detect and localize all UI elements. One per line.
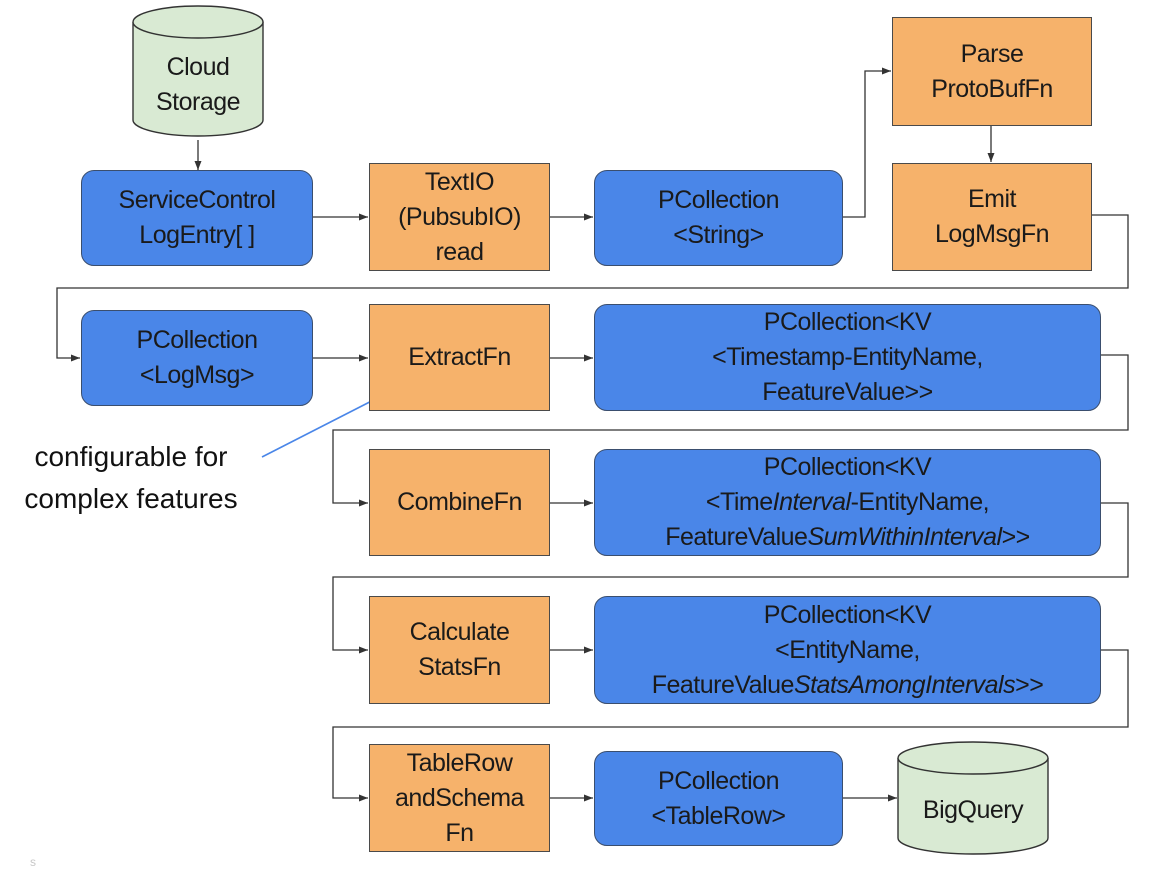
bigquery-cylinder (897, 741, 1049, 855)
node-label-line: <TimeInterval-EntityName, (705, 485, 990, 520)
combinefn-node[interactable]: CombineFn (369, 449, 550, 556)
bigquery-node[interactable]: BigQuery (898, 775, 1048, 845)
node-label-line: LogEntry[ ] (139, 221, 255, 249)
node-label-line: Emit (968, 185, 1017, 213)
node-label-line: <LogMsg> (139, 361, 255, 389)
node-label-line: FeatureValueStatsAmongIntervals>> (652, 668, 1044, 703)
node-label-line: CombineFn (397, 488, 522, 516)
node-label-line: <TableRow> (651, 801, 786, 830)
edge-pcollstring-to-parse (843, 67, 891, 218)
node-label-line: <EntityName, (775, 635, 920, 664)
pcollection-kv-interval-node[interactable]: PCollection<KV <TimeInterval-EntityName,… (594, 449, 1101, 556)
pcollection-kv-stats-node[interactable]: PCollection<KV <EntityName, FeatureValue… (594, 596, 1101, 704)
text-fragment: -EntityName, (850, 488, 990, 516)
node-label-line: ServiceControl (118, 186, 276, 214)
node-label-line: BigQuery (922, 795, 1024, 824)
node-label-line: PCollection<KV (763, 453, 932, 481)
text-fragment: >> (1001, 523, 1031, 551)
node-label-line: PCollection<KV (763, 308, 932, 336)
text-fragment-italic: SumWithinInterval (807, 523, 1002, 551)
node-label-line: PCollection (658, 766, 779, 795)
node-label-line: andSchema (395, 783, 524, 812)
text-fragment: <Time (705, 488, 773, 516)
configurable-annotation: configurable for complex features (0, 436, 262, 520)
annotation-line: complex features (24, 483, 238, 514)
node-label-line: TableRow (406, 748, 513, 777)
node-label-line: Calculate (409, 618, 510, 646)
node-label-line: read (435, 237, 484, 266)
edge-kv2-to-calc (332, 502, 1129, 654)
node-label-line: FeatureValueSumWithinInterval>> (665, 520, 1030, 555)
node-label-line: <Timestamp-EntityName, (712, 343, 983, 371)
extractfn-node[interactable]: ExtractFn (369, 304, 550, 411)
node-label-line: (PubsubIO) (398, 202, 521, 231)
node-label-line: Parse (960, 39, 1024, 68)
calculate-statsfn-node[interactable]: Calculate StatsFn (369, 596, 550, 704)
node-label-line: TextIO (424, 167, 495, 196)
tablerow-schema-fn-node[interactable]: TableRow andSchema Fn (369, 744, 550, 852)
node-label-line: LogMsgFn (934, 220, 1050, 248)
edge-kv3-to-tablerow (332, 649, 1129, 802)
node-label-line: PCollection (658, 186, 779, 214)
textio-read-node[interactable]: TextIO (PubsubIO) read (369, 163, 550, 271)
node-label-line: ProtoBufFn (931, 74, 1053, 103)
text-fragment: FeatureValue (665, 523, 808, 551)
text-fragment-italic: Interval (772, 488, 851, 516)
text-fragment: >> (1015, 670, 1044, 699)
node-label-line: FeatureValue>> (762, 378, 933, 406)
pcollection-tablerow-node[interactable]: PCollection <TableRow> (594, 751, 843, 846)
annotation-line: configurable for (34, 441, 228, 472)
corner-mark: s (30, 855, 36, 869)
node-label-line: ExtractFn (408, 343, 511, 371)
text-fragment: FeatureValue (651, 670, 795, 699)
edge-kv1-to-combine (332, 354, 1129, 507)
parse-protobuf-node[interactable]: Parse ProtoBufFn (892, 17, 1092, 126)
pcollection-logmsg-node[interactable]: PCollection <LogMsg> (81, 310, 313, 406)
emit-logmsg-node[interactable]: Emit LogMsgFn (892, 163, 1092, 271)
node-label-line: Fn (445, 818, 474, 847)
node-label-line: StatsFn (418, 653, 501, 681)
pcollection-string-node[interactable]: PCollection <String> (594, 170, 843, 266)
servicecontrol-logentry-node[interactable]: ServiceControl LogEntry[ ] (81, 170, 313, 266)
node-label-line: Storage (155, 88, 241, 116)
pcollection-kv-timestamp-node[interactable]: PCollection<KV <Timestamp-EntityName, Fe… (594, 304, 1101, 411)
cloud-storage-cylinder (132, 5, 264, 137)
cloud-storage-node[interactable]: Cloud Storage (133, 40, 263, 130)
node-label-line: <String> (673, 221, 764, 249)
text-fragment-italic: StatsAmongIntervals (793, 670, 1016, 699)
node-label-line: Cloud (166, 53, 230, 81)
node-label-line: PCollection<KV (763, 600, 932, 629)
node-label-line: PCollection (136, 326, 258, 354)
edge-emit-to-pcolllogmsg (56, 214, 1129, 362)
